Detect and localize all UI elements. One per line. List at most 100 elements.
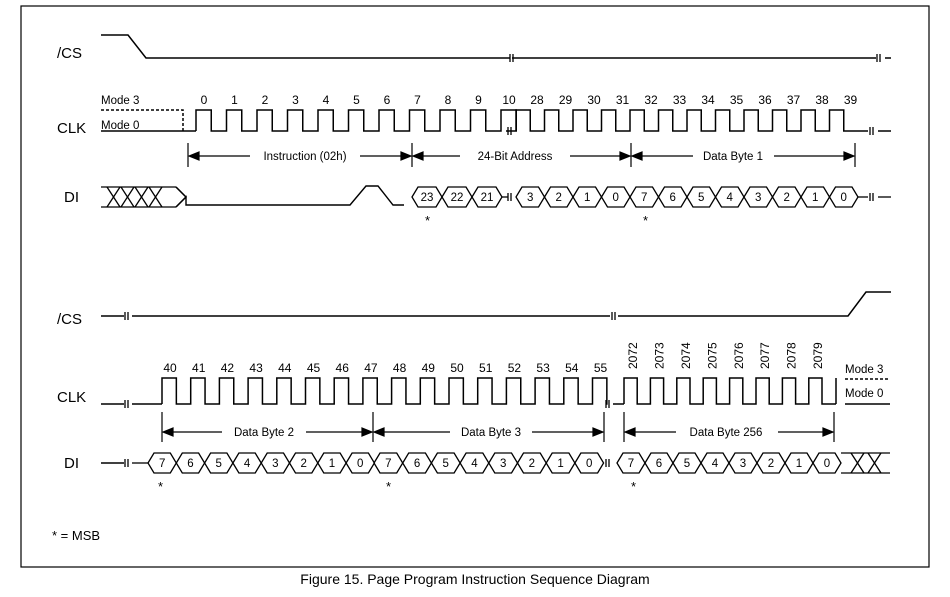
- di-data256-cell-label-1: 6: [656, 458, 662, 470]
- clk-num-bottom-45: 45: [307, 361, 321, 375]
- di-data2-cell-label-6: 1: [329, 458, 335, 470]
- clk-num-bottom-2079: 2079: [811, 342, 825, 369]
- di-data1-cell-label-6: 1: [812, 192, 818, 204]
- di-instruction-waveform-top: [175, 185, 404, 208]
- clk-num-top-30: 30: [587, 93, 601, 107]
- msb-marker-top-2: *: [643, 213, 648, 228]
- msb-marker-bottom-2: *: [386, 479, 391, 494]
- clk-num-bottom-44: 44: [278, 361, 292, 375]
- clk-num-top-5: 5: [353, 93, 360, 107]
- clk-num-bottom-48: 48: [393, 361, 407, 375]
- clk-num-bottom-2076: 2076: [732, 342, 746, 369]
- di-data3-cell-label-1: 6: [414, 458, 420, 470]
- msb-legend: * = MSB: [52, 528, 100, 543]
- di-addr-b-cell-label-0: 3: [527, 192, 533, 204]
- clk-num-top-2: 2: [262, 93, 269, 107]
- di-addr-b-cell-label-3: 0: [613, 192, 619, 204]
- di-data3-cell-label-4: 3: [500, 458, 506, 470]
- di-addr-a-cell-label-2: 21: [481, 192, 494, 204]
- segment-label-instruction: Instruction (02h): [263, 151, 346, 163]
- clk-num-bottom-40: 40: [163, 361, 177, 375]
- clk-num-bottom-51: 51: [479, 361, 493, 375]
- mode3-dashed-line-top: [101, 109, 184, 131]
- clk-num-top-38: 38: [815, 93, 829, 107]
- mode0-label-bottom: Mode 0: [845, 388, 883, 400]
- diagram-frame: [20, 5, 930, 568]
- di-data1-cell-label-4: 3: [755, 192, 761, 204]
- di-data256-cell-label-3: 4: [712, 458, 719, 470]
- clk-num-top-32: 32: [644, 93, 658, 107]
- di-addr-a-cell-label-0: 23: [421, 192, 434, 204]
- di-data1-cell-label-0: 7: [641, 192, 647, 204]
- di-data256-cell-label-0: 7: [628, 458, 634, 470]
- cs-label-top: /CS: [57, 45, 82, 62]
- di-addr-b-cell-label-2: 1: [584, 192, 590, 204]
- di-dont-care-top: [101, 186, 187, 208]
- di-data3-cell-label-5: 2: [529, 458, 535, 470]
- segment-arrows-bottom: [161, 427, 835, 437]
- di-data256-cell-label-5: 2: [768, 458, 774, 470]
- clk-label-bottom: CLK: [57, 389, 86, 406]
- clk-waveform-bottom: [101, 377, 837, 408]
- di-data2-cell-label-2: 5: [216, 458, 222, 470]
- di-data1-cell-label-3: 4: [727, 192, 734, 204]
- clk-num-bottom-49: 49: [422, 361, 436, 375]
- di-data3-cell-7: [574, 452, 605, 474]
- di-data256-cell-label-4: 3: [740, 458, 746, 470]
- mode0-label-top: Mode 0: [101, 120, 139, 132]
- clk-num-top-3: 3: [292, 93, 299, 107]
- segment-label-data-byte-256: Data Byte 256: [690, 427, 763, 439]
- clk-num-bottom-2077: 2077: [758, 342, 772, 369]
- msb-marker-bottom-3: *: [631, 479, 636, 494]
- clk-num-top-4: 4: [323, 93, 330, 107]
- msb-marker-top-1: *: [425, 213, 430, 228]
- di-data2-cell-label-7: 0: [357, 458, 363, 470]
- clk-num-top-28: 28: [530, 93, 544, 107]
- segment-label-data-byte-1: Data Byte 1: [703, 151, 763, 163]
- mode3-label-top: Mode 3: [101, 95, 139, 107]
- di-data3-cell-label-0: 7: [385, 458, 391, 470]
- di-data3-cell-label-7: 0: [586, 458, 592, 470]
- clk-num-top-36: 36: [758, 93, 772, 107]
- segment-markers-bottom: [161, 412, 835, 442]
- clk-num-bottom-2073: 2073: [653, 342, 667, 369]
- clk-num-bottom-53: 53: [536, 361, 550, 375]
- di-label-bottom: DI: [64, 455, 79, 472]
- di-data2-cell-label-1: 6: [187, 458, 193, 470]
- clk-num-bottom-50: 50: [450, 361, 464, 375]
- cs-label-bottom: /CS: [57, 311, 82, 328]
- segment-arrows-top: [187, 151, 856, 161]
- clk-num-top-9: 9: [475, 93, 482, 107]
- di-data256-cell-label-7: 0: [824, 458, 830, 470]
- figure-caption: Figure 15. Page Program Instruction Sequ…: [300, 571, 650, 587]
- di-data2-cell-label-0: 7: [159, 458, 165, 470]
- segment-markers-top: [187, 143, 856, 167]
- clk-num-top-35: 35: [730, 93, 744, 107]
- clk-num-top-37: 37: [787, 93, 801, 107]
- clk-num-bottom-2078: 2078: [785, 342, 799, 369]
- segment-label-address: 24-Bit Address: [478, 151, 553, 163]
- clk-num-top-33: 33: [673, 93, 687, 107]
- clk-num-bottom-42: 42: [221, 361, 235, 375]
- di-label-top: DI: [64, 189, 79, 206]
- clk-num-top-0: 0: [201, 93, 208, 107]
- cs-waveform-top: [101, 34, 510, 59]
- clk-num-top-10: 10: [502, 93, 516, 107]
- segment-label-data-byte-3: Data Byte 3: [461, 427, 521, 439]
- di-addr-a-cell-label-1: 22: [451, 192, 464, 204]
- break-marks-bottom: [124, 312, 616, 320]
- clk-num-bottom-46: 46: [336, 361, 350, 375]
- break-marks: [509, 54, 881, 62]
- di-data1-cell-label-5: 2: [784, 192, 790, 204]
- clk-num-top-39: 39: [844, 93, 858, 107]
- di-data256-cell-label-2: 5: [684, 458, 690, 470]
- di-data2-cell-label-4: 3: [272, 458, 278, 470]
- di-addr-b-cell-label-1: 2: [556, 192, 562, 204]
- clk-num-top-1: 1: [231, 93, 238, 107]
- clk-waveform-top: [195, 109, 891, 135]
- clk-num-top-6: 6: [384, 93, 391, 107]
- di-data1-cell-label-7: 0: [841, 192, 847, 204]
- clk-num-bottom-2074: 2074: [679, 342, 693, 369]
